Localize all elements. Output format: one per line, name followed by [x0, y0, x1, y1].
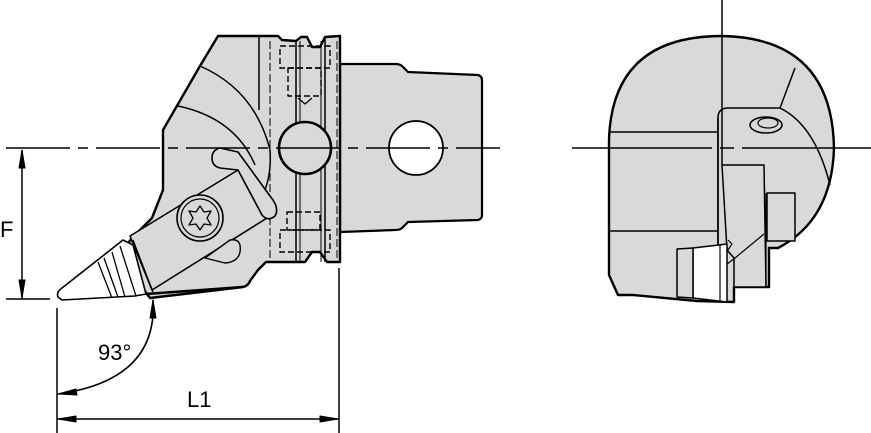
- arrow-left-icon: [57, 415, 77, 423]
- arrow-down-icon: [18, 279, 26, 299]
- arrow-up-icon: [18, 149, 26, 169]
- dimension-angle-label: 93°: [98, 340, 132, 365]
- top-screw-body: [287, 67, 322, 97]
- end-view-insert: [692, 243, 728, 303]
- side-view: [6, 34, 500, 301]
- dimensions: [6, 149, 340, 433]
- bottom-screw-body: [286, 211, 321, 231]
- head-arc-2: [177, 105, 256, 166]
- angle-arrow-left-icon: [57, 388, 78, 396]
- lever-slot: [211, 147, 278, 220]
- end-view-screw: [749, 116, 783, 134]
- dimension-l1-label: L1: [187, 387, 212, 412]
- dimension-f-label: F: [0, 217, 14, 242]
- torx-icon: [188, 205, 212, 231]
- angle-arrow-up-icon: [149, 299, 157, 319]
- lower-slot: [204, 239, 241, 264]
- end-view: [572, 0, 871, 304]
- head-arc-1: [199, 65, 272, 201]
- arrow-right-icon: [319, 415, 339, 423]
